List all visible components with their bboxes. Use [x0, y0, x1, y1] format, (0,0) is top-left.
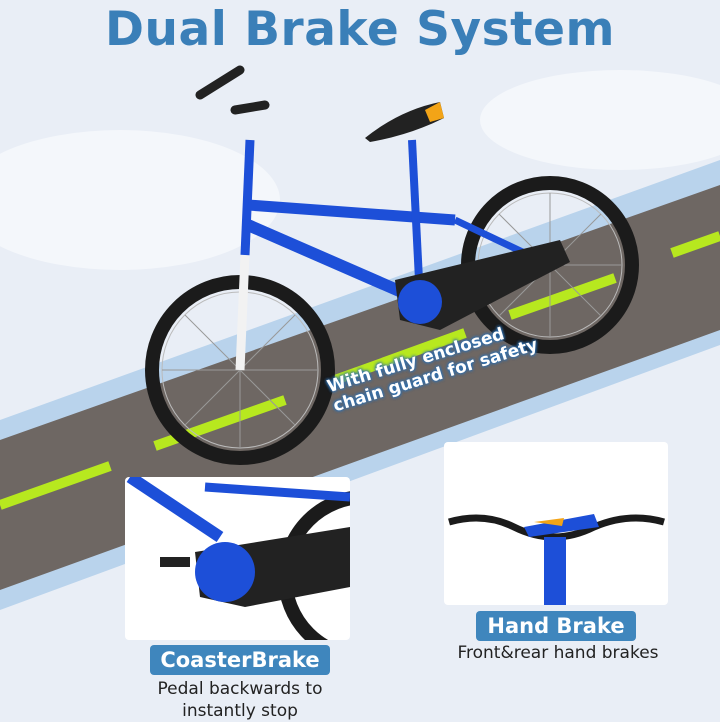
coaster-brake-inset [125, 477, 350, 640]
cloud [480, 70, 720, 170]
cloud [0, 130, 280, 270]
coaster-brake-photo [126, 477, 350, 640]
hand-brake-photo [448, 514, 665, 605]
hand-brake-inset [444, 442, 668, 605]
coaster-brake-description: Pedal backwards to instantly stop [130, 678, 350, 722]
page-title: Dual Brake System [105, 2, 615, 57]
description-line-1: Pedal backwards to [157, 679, 323, 699]
description-line-2: instantly stop [182, 701, 298, 721]
seat [365, 102, 444, 142]
hand-brake-description: Front&rear hand brakes [457, 643, 659, 663]
bike-illustration [145, 65, 639, 465]
coaster-brake-label: CoasterBrake [150, 645, 330, 675]
lane-stripes [0, 231, 720, 510]
hand-brake-label: Hand Brake [476, 611, 636, 641]
